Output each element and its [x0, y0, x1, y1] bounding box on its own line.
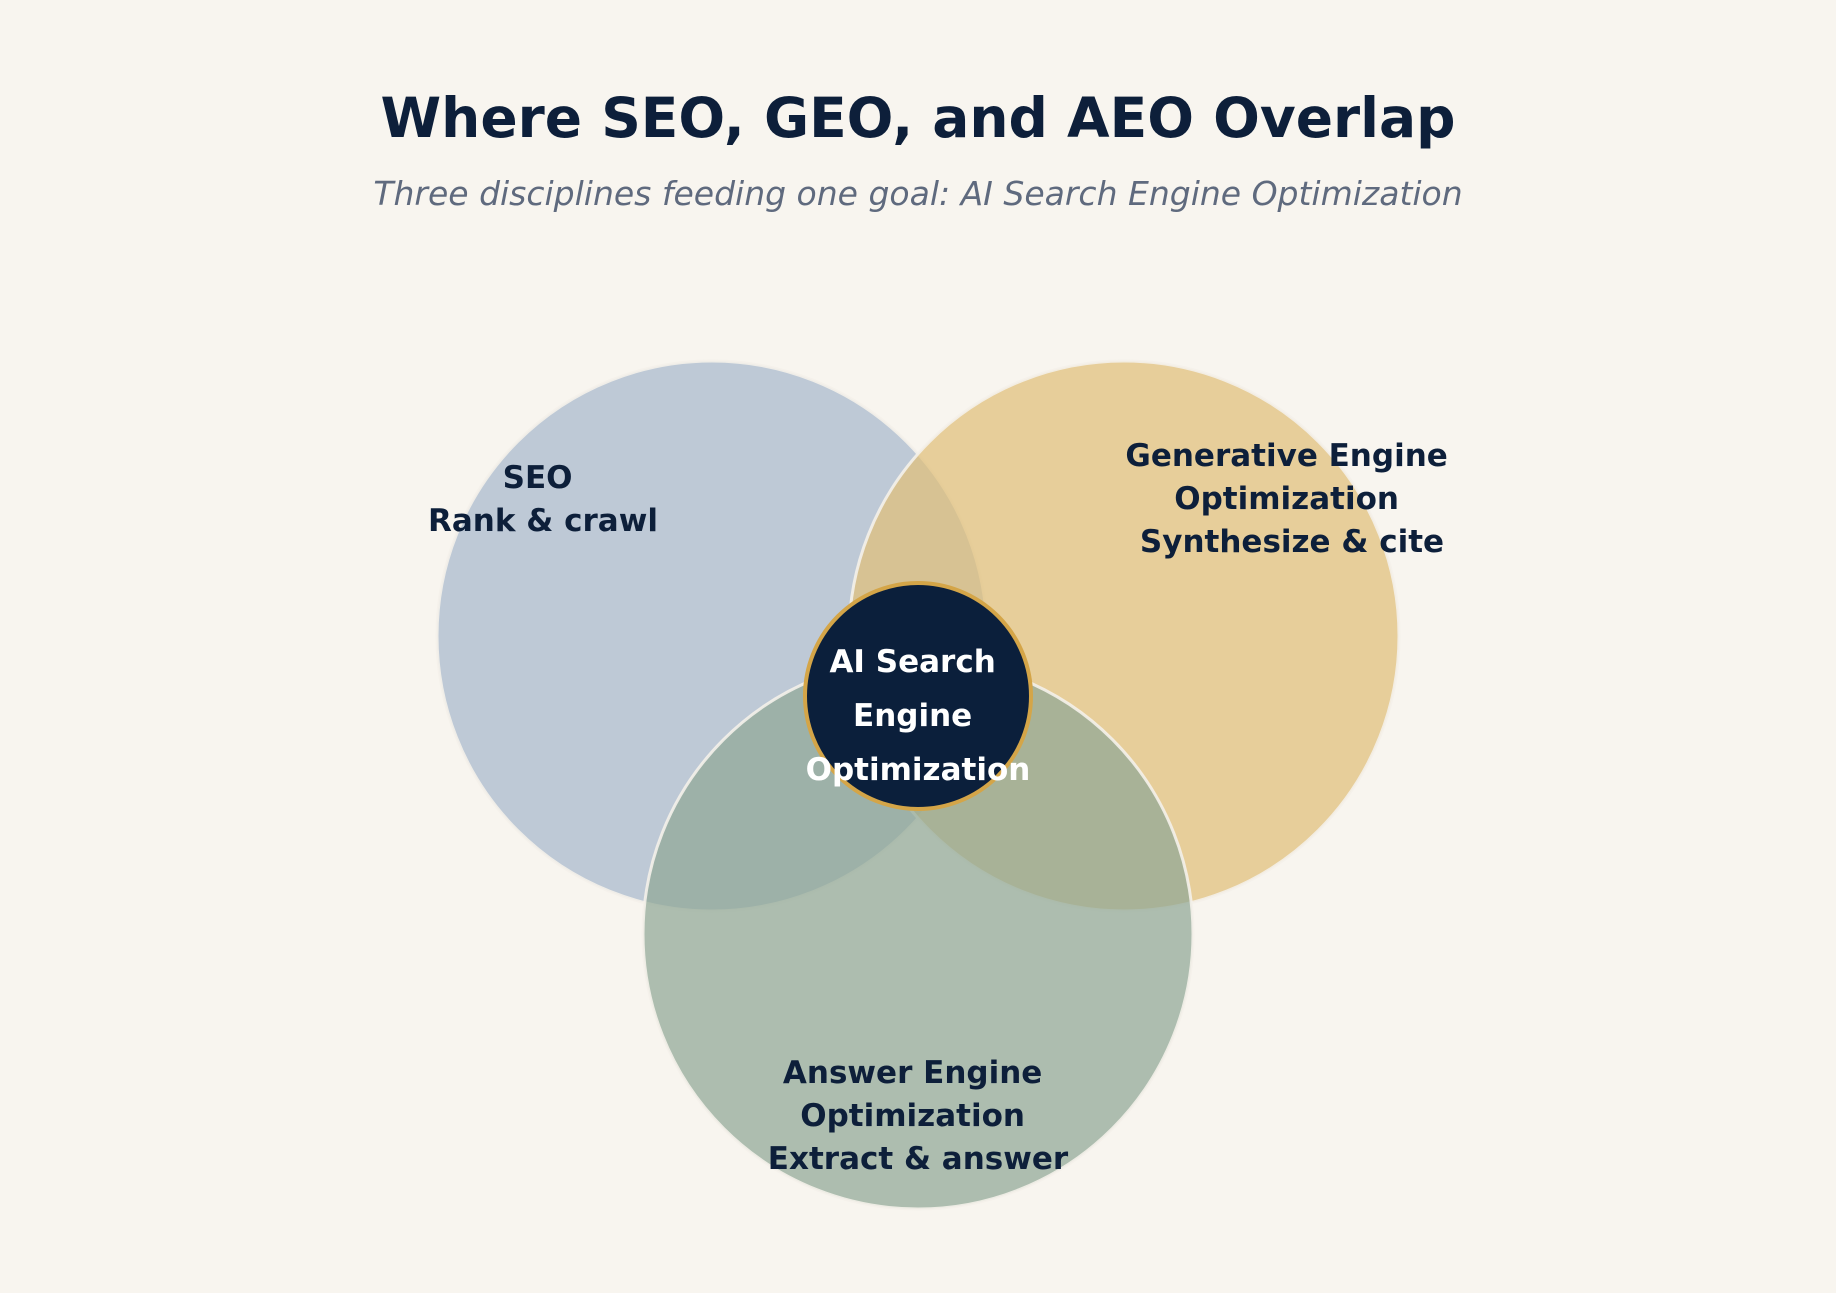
aeo-label-line: Optimization: [800, 1098, 1025, 1134]
aeo-label: Answer Engine Optimization Extract & ans…: [768, 1055, 1069, 1177]
diagram-subtitle: Three disciplines feeding one goal: AI S…: [373, 174, 1462, 213]
geo-label-line: Generative Engine: [1125, 438, 1447, 474]
geo-label-line: Synthesize & cite: [1140, 524, 1444, 560]
seo-label: SEO Rank & crawl: [428, 460, 658, 539]
seo-label-line: SEO: [503, 460, 573, 496]
seo-label-line: Rank & crawl: [428, 503, 658, 539]
diagram-title: Where SEO, GEO, and AEO Overlap: [381, 86, 1456, 150]
core-circle: [803, 581, 1033, 811]
aeo-label-line: Extract & answer: [768, 1141, 1069, 1177]
core-label-line: AI Search: [829, 644, 995, 680]
geo-label: Generative Engine Optimization Synthesiz…: [1125, 438, 1458, 560]
aeo-label-line: Answer Engine: [783, 1055, 1042, 1091]
geo-label-line: Optimization: [1174, 481, 1399, 517]
core-label-line: Optimization: [806, 752, 1031, 788]
core-label: AI Search Engine Optimization: [806, 644, 1031, 788]
core-label-line: Engine: [853, 698, 972, 734]
